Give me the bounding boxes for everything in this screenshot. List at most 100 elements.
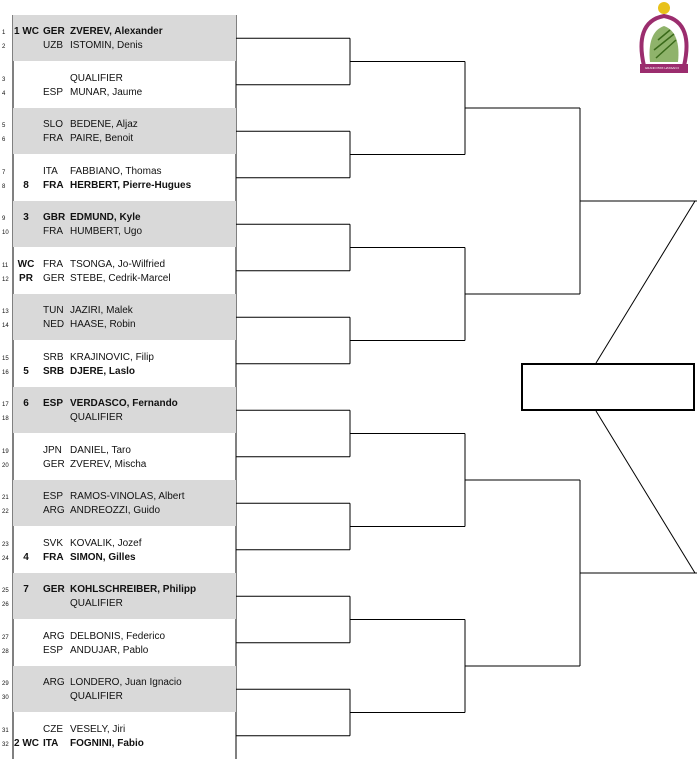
draw-position: 32 [2, 741, 9, 748]
country-code: ITA [43, 165, 58, 177]
draw-position: 4 [2, 90, 6, 97]
country-code: ARG [43, 630, 65, 642]
seed-label: 8 [23, 179, 29, 191]
country-code: SVK [43, 537, 64, 549]
draw-position: 12 [2, 276, 9, 283]
player-name: KOVALIK, Jozef [70, 537, 142, 549]
country-code: GBR [43, 212, 66, 223]
player-name: HERBERT, Pierre-Hugues [70, 179, 192, 191]
player-line: 30 QUALIFIER [0, 690, 240, 704]
country-code: GER [43, 272, 65, 284]
seed-label: 6 [23, 398, 29, 409]
draw-position: 1 [2, 30, 6, 36]
country-code: SRB [43, 365, 65, 377]
draw-position: 17 [2, 402, 9, 408]
country-code: JPN [43, 444, 62, 456]
draw-position: 11 [2, 262, 9, 269]
country-code: ESP [43, 491, 64, 502]
draw-position: 14 [2, 323, 9, 329]
country-code: ARG [43, 677, 65, 688]
player-name: HAASE, Robin [70, 319, 136, 330]
draw-position: 21 [2, 495, 9, 501]
draw-position: 24 [2, 555, 9, 562]
draw-position: 19 [2, 448, 9, 455]
draw-position: 31 [2, 727, 9, 734]
player-name: PAIRE, Benoit [70, 133, 134, 144]
draw-position: 30 [2, 695, 9, 701]
seed-label: 3 [23, 212, 29, 223]
player-name: MUNAR, Jaume [70, 86, 143, 98]
player-name: ANDUJAR, Pablo [70, 644, 149, 656]
country-code: SRB [43, 351, 64, 363]
player-name: LONDERO, Juan Ignacio [70, 677, 182, 688]
draw-position: 27 [2, 634, 9, 641]
player-line: 23 SVK KOVALIK, Jozef [0, 537, 240, 551]
player-name: ANDREOZZI, Guido [70, 505, 161, 516]
player-name: FOGNINI, Fabio [70, 737, 144, 749]
player-name: QUALIFIER [70, 72, 123, 84]
player-name: DJERE, Laslo [70, 365, 136, 377]
country-code: ESP [43, 644, 64, 656]
player-name: FABBIANO, Thomas [70, 165, 162, 177]
player-name: QUALIFIER [70, 691, 123, 702]
player-name: KOHLSCHREIBER, Philipp [70, 584, 197, 595]
draw-position: 9 [2, 216, 6, 222]
draw-position: 10 [2, 230, 9, 236]
player-line: 19 JPN DANIEL, Taro [0, 444, 240, 458]
draw-position: 26 [2, 602, 9, 608]
player-name: DANIEL, Taro [70, 444, 131, 456]
row-shade [13, 573, 236, 619]
trophy-logo-icon [639, 2, 689, 73]
logo-text: GRAND PRIX HASSAN II [644, 66, 680, 70]
seed-label: 1 WC [14, 26, 39, 37]
seed-label: WC [17, 258, 35, 270]
player-name: KRAJINOVIC, Filip [70, 351, 154, 363]
draw-position: 13 [2, 309, 9, 315]
row-shade [13, 108, 236, 154]
player-name: HUMBERT, Ugo [70, 226, 143, 237]
row-shade [13, 480, 236, 526]
player-name: VERDASCO, Fernando [70, 398, 178, 409]
draw-position: 5 [2, 123, 6, 129]
seed-label: 2 WC [14, 737, 39, 749]
bracket-line [595, 410, 696, 574]
country-code: GER [43, 584, 65, 595]
draw-position: 7 [2, 169, 6, 176]
row-shade [13, 387, 236, 433]
draw-position: 18 [2, 416, 9, 422]
seed-label: 7 [23, 584, 29, 595]
country-code: ESP [43, 86, 64, 98]
champion-box [521, 363, 695, 411]
draw-position: 23 [2, 541, 9, 548]
country-code: SLO [43, 119, 64, 130]
row-shade [13, 666, 236, 712]
bracket-line [595, 200, 696, 364]
player-name: ZVEREV, Mischa [70, 458, 147, 470]
